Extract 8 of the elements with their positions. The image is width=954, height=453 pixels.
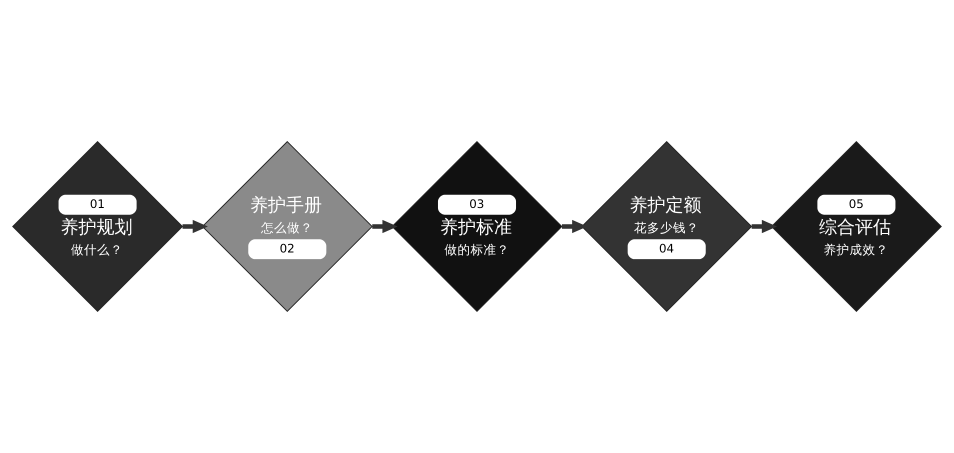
arrow [182,220,208,234]
node-diamond: 养护定额 花多少钱？ 04 [581,140,752,312]
arrow [752,220,778,234]
node-diamond: 03 养护标准 做的标准？ [391,140,563,312]
node-diamond: 养护手册 怎么做？ 02 [202,140,373,312]
node-diamond: 05 综合评估 养护成效？ [770,140,942,312]
node-diamond: 01 养护规划 做什么？ [12,140,184,312]
arrow [372,220,398,234]
